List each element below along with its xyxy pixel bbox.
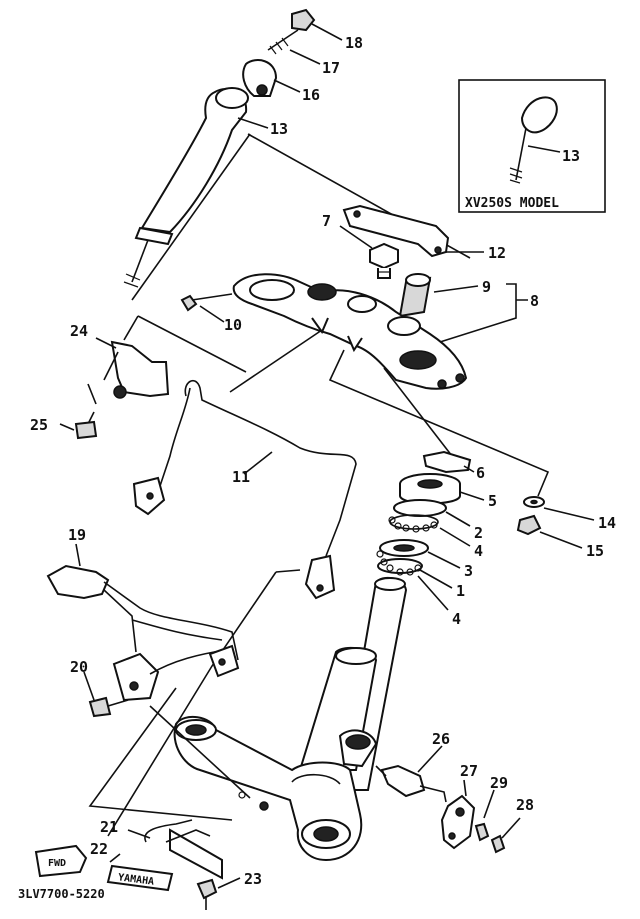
- callout-10: 10: [224, 316, 242, 334]
- bushing-9: [398, 273, 479, 318]
- callout-28: 28: [516, 796, 534, 814]
- callout-1: 1: [456, 582, 465, 600]
- balls-upper: [388, 516, 438, 533]
- callout-19: 19: [68, 526, 86, 544]
- callout-22: 22: [90, 840, 108, 858]
- callout-2: 2: [474, 524, 483, 542]
- callout-11: 11: [232, 468, 250, 486]
- plate-27: [440, 779, 521, 854]
- callout-23: 23: [244, 870, 262, 888]
- callout-15: 15: [586, 542, 604, 560]
- inset-title: XV250S MODEL: [465, 196, 559, 211]
- upper-bracket: [232, 273, 468, 390]
- callout-24: 24: [70, 322, 88, 340]
- callout-8: 8: [530, 292, 539, 310]
- callout-13: 13: [270, 120, 288, 138]
- callout-17: 17: [322, 59, 340, 77]
- callout-13-inset: 13: [562, 147, 580, 165]
- callout-25: 25: [30, 416, 48, 434]
- callout-4-lower: 4: [452, 610, 461, 628]
- brand-plate: YAMAHA: [106, 853, 174, 892]
- callout-3: 3: [464, 562, 473, 580]
- document-number: 3LV7700-5220: [18, 887, 105, 901]
- nut-7: [339, 225, 399, 279]
- balls-lower: [376, 550, 422, 576]
- callout-7: 7: [322, 212, 331, 230]
- callout-6: 6: [476, 464, 485, 482]
- callout-12: 12: [488, 244, 506, 262]
- callout-5: 5: [488, 492, 497, 510]
- callout-27: 27: [460, 762, 478, 780]
- callout-9: 9: [482, 278, 491, 296]
- bearing-stack: [376, 450, 485, 611]
- callout-20: 20: [70, 658, 88, 676]
- bolt-10: [180, 293, 233, 323]
- washer-nut: [516, 496, 595, 549]
- callout-14: 14: [598, 514, 616, 532]
- bracket-24: [59, 337, 170, 440]
- bracket-19: [46, 543, 240, 718]
- fwd-plate-label: FWD: [48, 858, 66, 869]
- plate-12: [342, 204, 484, 258]
- brand-plate-label: YAMAHA: [117, 872, 154, 887]
- callout-4-upper: 4: [474, 542, 483, 560]
- callout-16: 16: [302, 86, 320, 104]
- steering-stem: [173, 576, 408, 862]
- fwd-plate: FWD: [34, 844, 88, 878]
- cable-11: [132, 379, 357, 600]
- callout-29: 29: [490, 774, 508, 792]
- inset-box: 13 XV250S MODEL: [458, 79, 606, 213]
- callout-18: 18: [345, 34, 363, 52]
- handle-stalk: [123, 8, 343, 288]
- bracket-21: [127, 819, 241, 910]
- callout-21: 21: [100, 818, 118, 836]
- sensor-26: [375, 745, 447, 803]
- callout-26: 26: [432, 730, 450, 748]
